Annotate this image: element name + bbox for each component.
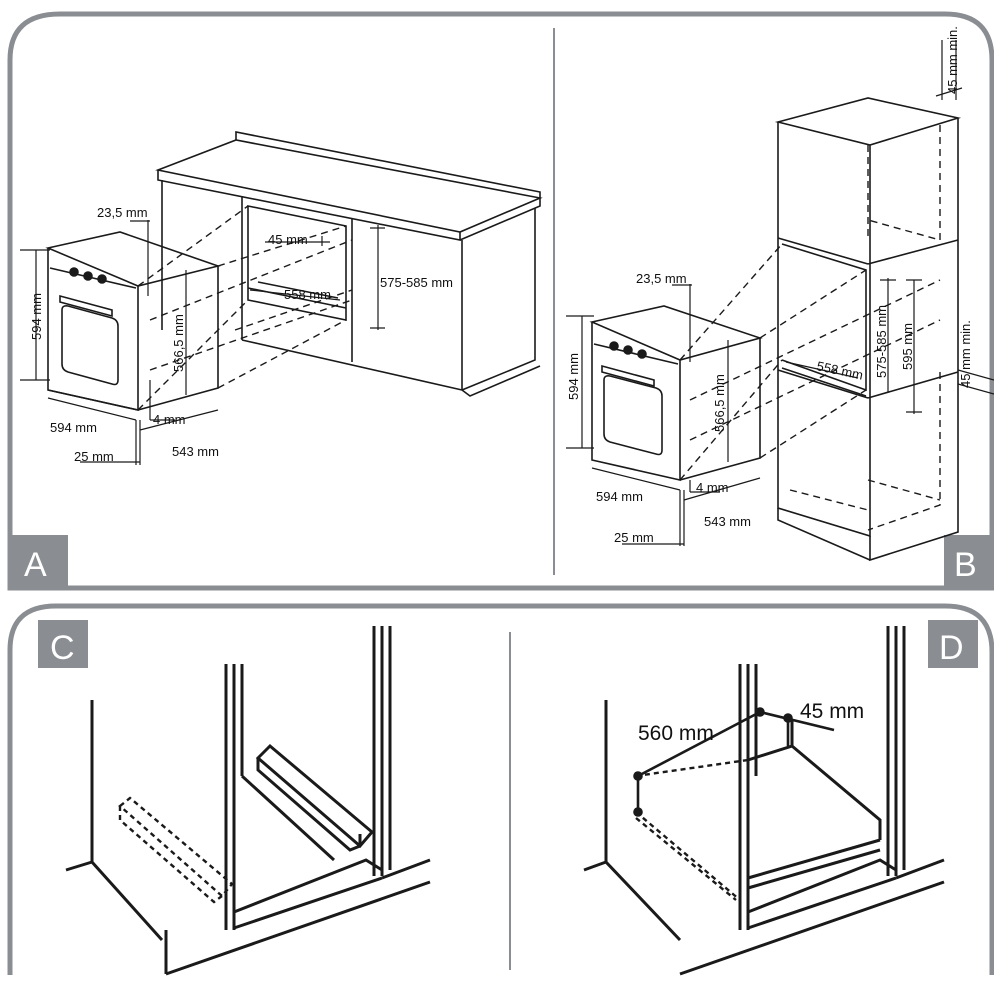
a-top-gap-label: 23,5 mm — [97, 205, 148, 220]
panel-a-drawing — [45, 131, 543, 411]
panel-d-letter: D — [939, 629, 964, 667]
a-oven-height-label: 594 mm — [29, 293, 44, 340]
b-bottom-gap-label: 4 mm — [696, 480, 729, 495]
panel-b-labels: 45 mm min. 45 mm min. 23,5 mm 594 mm 566… — [566, 26, 973, 545]
d-depth-label: 560 mm — [638, 722, 714, 745]
b-niche-width-label: 558 mm — [815, 358, 864, 382]
a-inner-height-label: 566,5 mm — [171, 314, 186, 372]
panel-d-labels: 560 mm 45 mm — [638, 700, 864, 745]
panel-b-dims — [566, 40, 994, 546]
panel-c-drawing — [65, 626, 431, 976]
b-top-gap-label: 23,5 mm — [636, 271, 687, 286]
b-top-clearance-label: 45 mm min. — [945, 26, 960, 94]
panel-d-dashed — [635, 758, 749, 901]
a-niche-width-label: 558 mm — [284, 287, 331, 302]
panel-b-dashed — [679, 125, 941, 531]
b-niche-height-label: 575-585 mm — [874, 305, 889, 378]
a-bottom-gap-label: 4 mm — [153, 412, 186, 427]
b-oven-height-label: 594 mm — [566, 353, 581, 400]
panel-b-tab: B — [944, 535, 992, 588]
a-rear-gap-label: 45 mm — [268, 232, 308, 247]
panel-a-dashed — [137, 205, 353, 411]
b-side-clearance-label: 45 mm min. — [958, 320, 973, 388]
panel-a-dims — [20, 220, 385, 465]
a-oven-width-label: 594 mm — [50, 420, 97, 435]
b-door-depth-label: 25 mm — [614, 530, 654, 545]
d-gap-label: 45 mm — [800, 700, 864, 723]
a-oven-depth-label: 543 mm — [172, 444, 219, 459]
panel-a-letter: A — [24, 546, 47, 584]
panel-b-letter: B — [954, 546, 977, 584]
b-inner-height-label: 566,5 mm — [712, 374, 727, 432]
b-oven-depth-label: 543 mm — [704, 514, 751, 529]
b-niche-height-alt-label: 595 mm — [900, 323, 915, 370]
panel-c-letter: C — [50, 629, 75, 667]
a-door-depth-label: 25 mm — [74, 449, 114, 464]
panel-d-tab: D — [928, 620, 978, 668]
frame-bottom — [7, 603, 994, 975]
a-niche-height-label: 575-585 mm — [380, 275, 453, 290]
panel-a-labels: 23,5 mm 45 mm 575-585 mm 558 mm 594 mm 5… — [29, 205, 453, 464]
panel-a-tab: A — [10, 535, 68, 588]
b-oven-width-label: 594 mm — [596, 489, 643, 504]
panel-c-dashed — [118, 796, 234, 904]
panel-d-dims — [633, 707, 835, 817]
frame-top — [7, 11, 994, 591]
panel-d-drawing — [583, 626, 945, 976]
panel-c-tab: C — [38, 620, 88, 668]
